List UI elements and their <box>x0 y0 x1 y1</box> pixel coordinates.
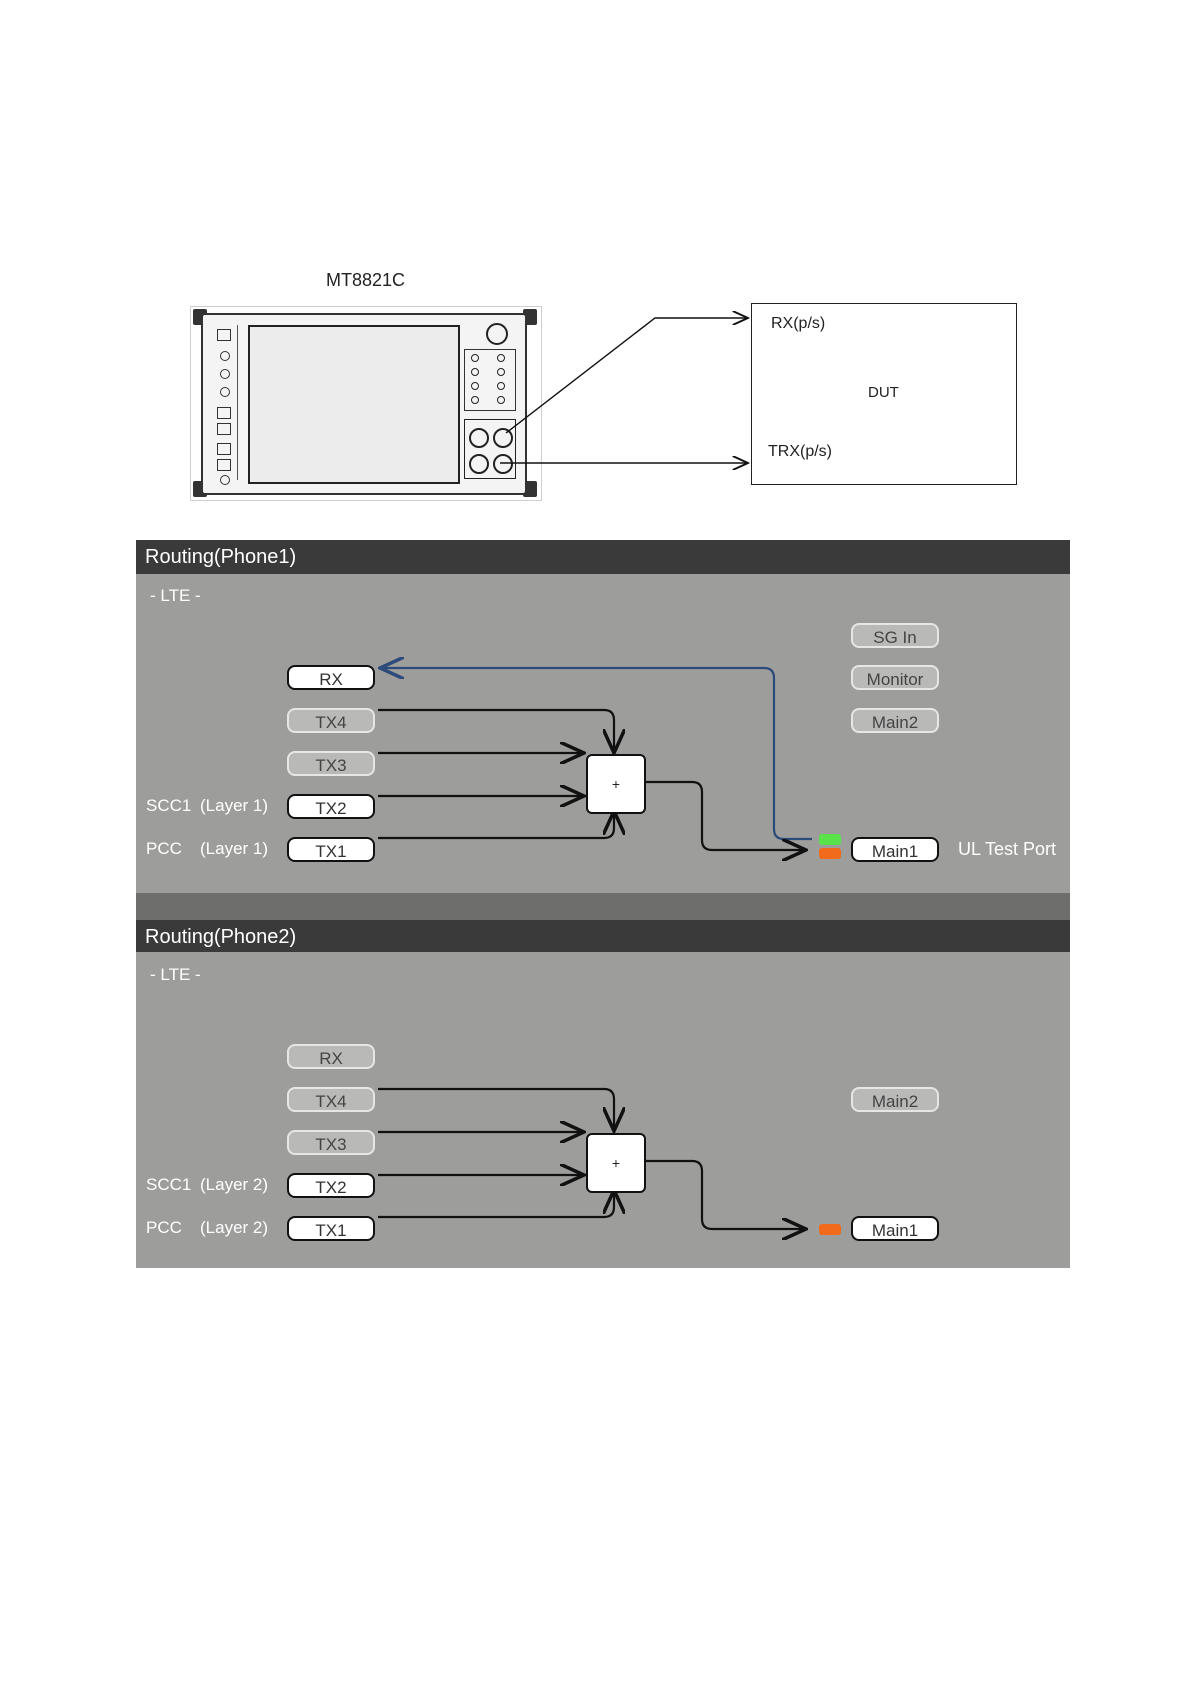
row-layer-scc1: (Layer 2) <box>200 1175 268 1195</box>
tx4-route-line <box>378 1089 614 1131</box>
sum-output-line <box>644 1161 806 1229</box>
row-layer-pcc: (Layer 2) <box>200 1218 268 1238</box>
port-tx4[interactable]: TX4 <box>287 708 375 733</box>
combiner-sum-block: + <box>586 1133 646 1193</box>
combiner-sum-block: + <box>586 754 646 814</box>
row-label-scc1: SCC1 <box>146 1175 191 1195</box>
routing-panel-phone2: Routing(Phone2) - LTE - RX TX4 TX3 TX2 T… <box>136 920 1070 1268</box>
dut-port-trx: TRX(p/s) <box>768 443 832 461</box>
port-rx[interactable]: RX <box>287 665 375 690</box>
dut-label: DUT <box>868 384 899 401</box>
port-tx1[interactable]: TX1 <box>287 1216 375 1241</box>
port-main2[interactable]: Main2 <box>851 1087 939 1112</box>
ul-test-port-label: UL Test Port <box>958 839 1056 860</box>
cable-rx <box>506 318 748 433</box>
row-label-scc1: SCC1 <box>146 796 191 816</box>
row-label-pcc: PCC <box>146 1218 182 1238</box>
tx1-route-line <box>378 811 614 838</box>
row-layer-pcc: (Layer 1) <box>200 839 268 859</box>
row-label-pcc: PCC <box>146 839 182 859</box>
port-tx1[interactable]: TX1 <box>287 837 375 862</box>
port-main2[interactable]: Main2 <box>851 708 939 733</box>
tx1-route-line <box>378 1190 614 1217</box>
port-main1[interactable]: Main1 <box>851 837 939 862</box>
port-tx4[interactable]: TX4 <box>287 1087 375 1112</box>
port-monitor[interactable]: Monitor <box>851 665 939 690</box>
rx-indicator <box>819 834 841 845</box>
port-tx2[interactable]: TX2 <box>287 1173 375 1198</box>
port-tx3[interactable]: TX3 <box>287 1130 375 1155</box>
port-rx[interactable]: RX <box>287 1044 375 1069</box>
port-sg-in[interactable]: SG In <box>851 623 939 648</box>
tx-indicator <box>819 1224 841 1235</box>
tx4-route-line <box>378 710 614 753</box>
row-layer-scc1: (Layer 1) <box>200 796 268 816</box>
dut-port-rx: RX(p/s) <box>771 315 825 333</box>
port-tx3[interactable]: TX3 <box>287 751 375 776</box>
tx-indicator <box>819 848 841 859</box>
port-tx2[interactable]: TX2 <box>287 794 375 819</box>
connection-diagram: MT8821C <box>0 0 1191 520</box>
port-main1[interactable]: Main1 <box>851 1216 939 1241</box>
routing-panel-phone1: Routing(Phone1) - LTE - RX TX4 TX3 TX2 T… <box>136 540 1070 893</box>
